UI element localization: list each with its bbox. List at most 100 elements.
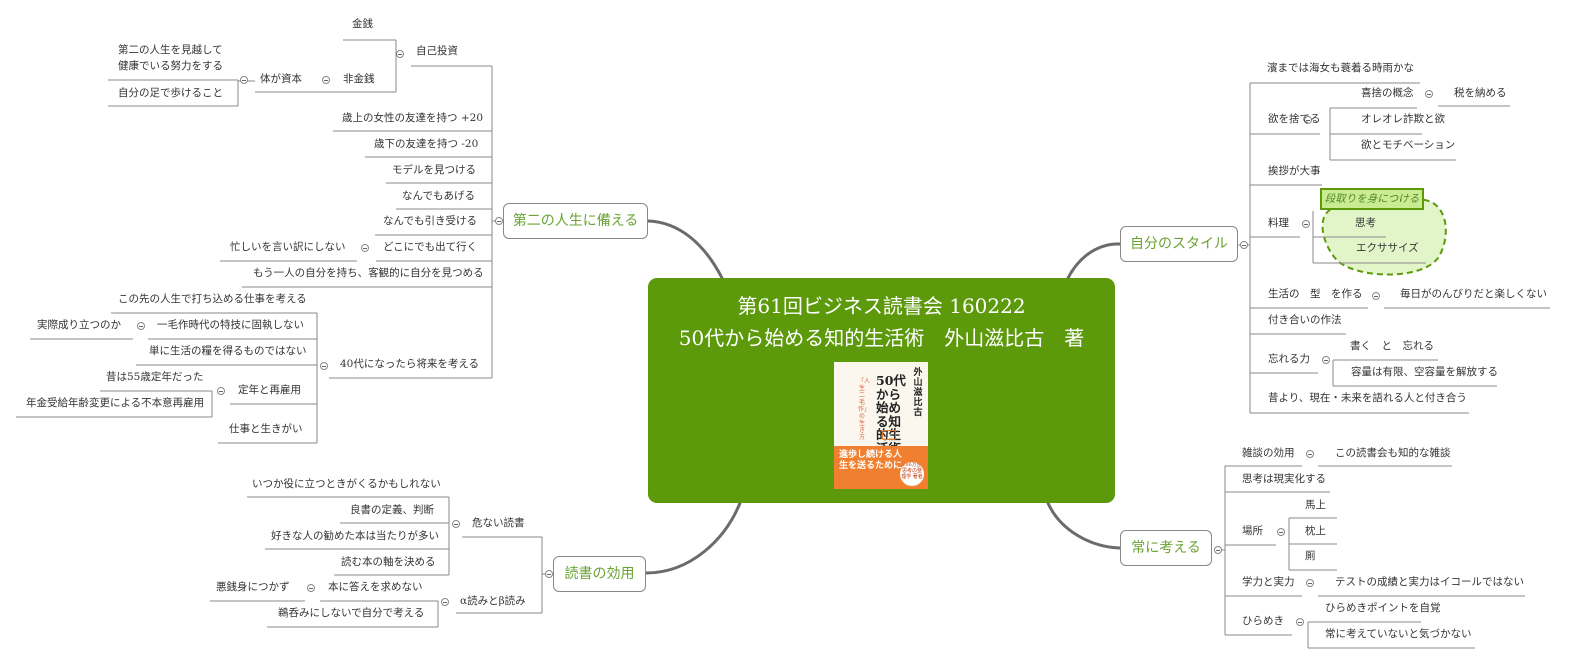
central-topic[interactable]: 第61回ビジネス読書会 160222 50代から始める知的生活術 外山滋比古 著… [648,278,1115,503]
collapse-toggle[interactable] [1306,579,1314,587]
node-label[interactable]: 読む本の軸を決める [341,556,436,568]
book-title: 50代から始める知的生活術 [876,373,906,455]
topic-reading[interactable]: 読書の効用 [553,556,646,592]
node-label[interactable]: 悪銭身につかず [216,581,290,593]
node-label[interactable]: なんでも引き受ける [383,215,477,227]
node-label[interactable]: 40代になったら将来を考える [340,358,480,370]
node-label[interactable]: ひらめき [1242,615,1284,627]
node-label[interactable]: 単に生活の糧を得るものではない [149,345,307,357]
node-highlight[interactable]: 段取りを身につける [1320,188,1424,210]
central-title-line1: 第61回ビジネス読書会 160222 [737,294,1026,318]
node-label[interactable]: モデルを見つける [392,164,476,176]
node-label[interactable]: 容量は有限、空容量を解放する [1351,366,1498,378]
collapse-toggle[interactable] [396,50,404,58]
topic-style[interactable]: 自分のスタイル [1120,226,1238,262]
node-label[interactable]: どこにでも出て行く [383,241,478,253]
node-label[interactable]: テストの成績と実力はイコールではない [1335,576,1524,588]
node-label[interactable]: 思考は現実化する [1242,473,1326,485]
collapse-toggle[interactable] [1372,292,1380,300]
node-label[interactable]: もう一人の自分を持ち、客観的に自分を見つめる [253,267,484,279]
node-label[interactable]: 昔は55歳定年だった [106,371,204,383]
collapse-toggle[interactable] [320,362,328,370]
book-icon [882,430,896,440]
book-subtitle: 「人生二毛作」の生き方 [858,378,871,441]
book-author: 外山滋比古 [913,368,923,418]
node-label[interactable]: 歳下の友達を持つ -20 [374,138,479,150]
node-label[interactable]: 一毛作時代の特技に固執しない [157,319,304,331]
node-label[interactable]: 雑談の効用 [1242,447,1295,459]
node-label[interactable]: 思考 [1355,217,1376,229]
collapse-toggle[interactable] [1240,241,1248,249]
node-label[interactable]: この読書会も知的な雑談 [1335,447,1451,459]
node-label[interactable]: 本に答えを求めない [328,581,423,593]
collapse-toggle[interactable] [495,217,503,225]
node-label[interactable]: 実際成り立つのか [37,319,121,331]
node-label[interactable]: なんでもあげる [402,190,475,202]
collapse-toggle[interactable] [1302,220,1310,228]
node-label[interactable]: 付き合いの作法 [1268,314,1342,326]
collapse-toggle[interactable] [1214,546,1222,554]
book-band-text: 進歩し続ける人生を送るために [839,450,903,471]
node-label[interactable]: 毎日がのんびりだと楽しくない [1400,288,1547,300]
collapse-toggle[interactable] [307,584,315,592]
topic-second-life[interactable]: 第二の人生に備える [503,203,648,239]
node-label[interactable]: 欲とモチベーション [1361,139,1456,151]
collapse-toggle[interactable] [1425,90,1433,98]
collapse-toggle[interactable] [217,387,225,395]
node-label[interactable]: 非金銭 [343,73,375,85]
collapse-toggle[interactable] [1304,116,1312,124]
collapse-toggle[interactable] [361,244,369,252]
node-label[interactable]: 忘れる力 [1268,353,1310,365]
node-label[interactable]: 歳上の女性の友達を持つ +20 [342,112,483,124]
node-label[interactable]: 仕事と生きがい [229,423,303,435]
node-label[interactable]: 危ない読書 [472,517,525,529]
node-label[interactable]: 税を納める [1454,87,1507,99]
collapse-toggle[interactable] [545,570,553,578]
node-label[interactable]: 体が資本 [260,73,302,85]
node-label[interactable]: 生活の 型 を作る [1268,288,1363,300]
node-label[interactable]: 忙しいを言い訳にしない [230,241,346,253]
node-label[interactable]: α読みとβ読み [460,595,526,607]
node-label[interactable]: 厠 [1305,550,1316,562]
collapse-toggle[interactable] [1296,618,1304,626]
node-label[interactable]: この先の人生で打ち込める仕事を考える [118,293,307,305]
collapse-toggle[interactable] [1306,450,1314,458]
node-label[interactable]: 喜捨の概念 [1361,87,1414,99]
node-label[interactable]: ひらめきポイントを自覚 [1325,602,1441,614]
node-label[interactable]: 挨拶が大事 [1268,165,1321,177]
book-seal: 186万部 思考の整理学 著者 [900,462,924,486]
central-title-line2: 50代から始める知的生活術 外山滋比古 著 [678,326,1085,350]
node-label[interactable]: 鵜呑みにしないで自分で考える [278,607,425,619]
node-label[interactable]: 金銭 [352,18,373,30]
collapse-toggle[interactable] [240,76,248,84]
node-label[interactable]: 昔より、現在・未来を語れる人と付き合う [1268,392,1467,404]
node-label[interactable]: 自己投資 [416,45,458,57]
collapse-toggle[interactable] [1322,356,1330,364]
node-label[interactable]: 馬上 [1305,499,1326,511]
node-label[interactable]: 枕上 [1305,525,1326,537]
collapse-toggle[interactable] [441,598,449,606]
node-label[interactable]: 学力と実力 [1242,576,1295,588]
node-label[interactable]: いつか役に立つときがくるかもしれない [252,478,441,490]
node-label[interactable]: 年金受給年齢変更による不本意再雇用 [26,397,205,409]
node-label[interactable]: 健康でいる努力をする [118,60,223,72]
collapse-toggle[interactable] [322,76,330,84]
node-label[interactable]: オレオレ詐欺と欲 [1361,113,1445,125]
node-label[interactable]: 自分の足で歩けること [118,87,223,99]
node-label[interactable]: 第二の人生を見越して [118,44,223,56]
node-label[interactable]: 場所 [1242,525,1263,537]
collapse-toggle[interactable] [137,322,145,330]
collapse-toggle[interactable] [452,520,460,528]
node-label[interactable]: 欲を捨てる [1268,113,1321,125]
node-label[interactable]: 常に考えていないと気づかない [1325,628,1472,640]
node-label[interactable]: 書く と 忘れる [1350,340,1434,352]
topic-thinking[interactable]: 常に考える [1120,530,1212,566]
node-label[interactable]: エクササイズ [1356,242,1419,254]
node-label[interactable]: 料理 [1268,217,1289,229]
node-label[interactable]: 良書の定義、判断 [350,504,434,516]
node-label[interactable]: 好きな人の勧めた本は当たりが多い [271,530,439,542]
node-label[interactable]: 定年と再雇用 [238,384,301,396]
node-label[interactable]: 濱までは海女も蓑着る時雨かな [1267,62,1414,74]
collapse-toggle[interactable] [1277,528,1285,536]
